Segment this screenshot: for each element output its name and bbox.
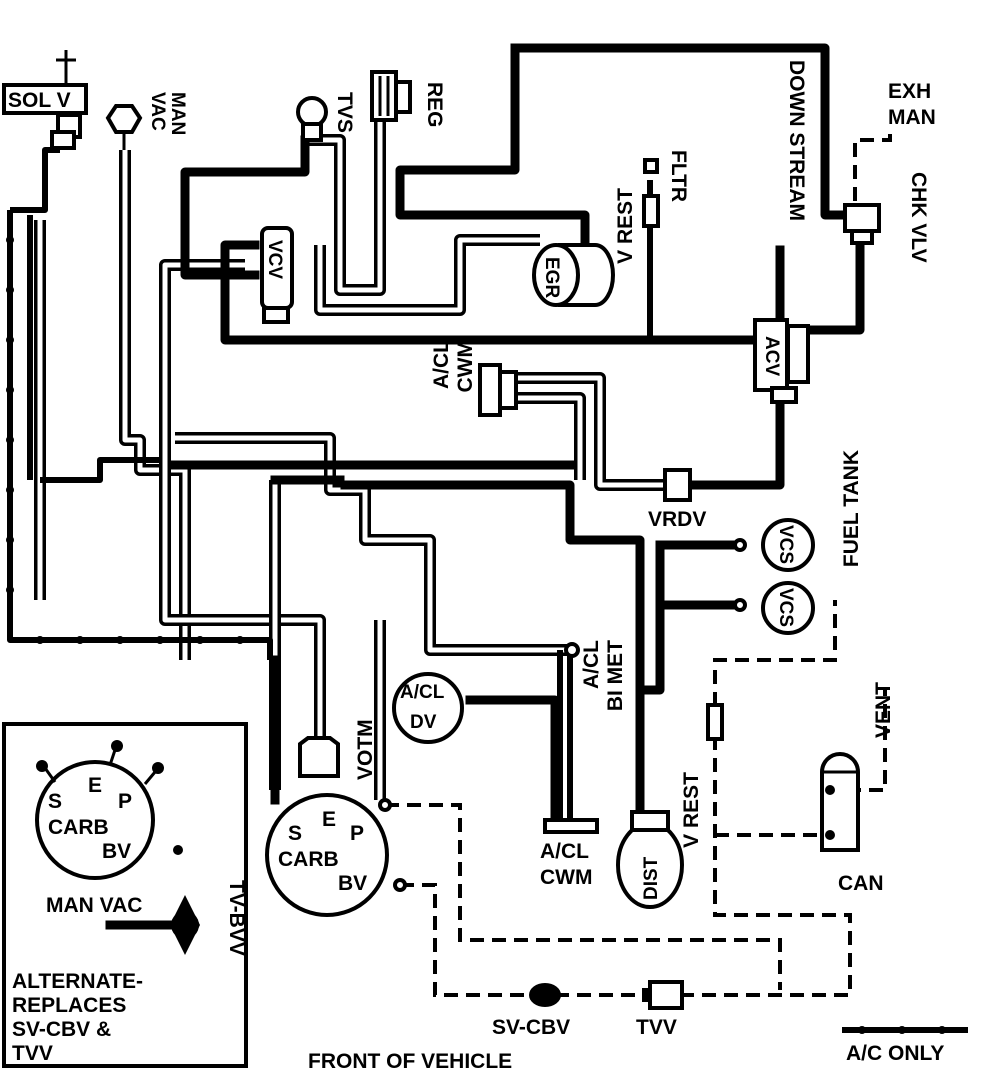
inset-carb-label: CARB	[48, 816, 109, 839]
acl-cwm-bottom: A/CL CWM	[540, 818, 599, 889]
v-rest-right-label: V REST	[680, 772, 703, 848]
man-label-right: MAN	[888, 106, 936, 129]
acl-cwm-top-label-2: CWM	[454, 340, 477, 392]
inset-note-line-1: ALTERNATE-	[12, 970, 143, 993]
inset-carb-e-label: E	[88, 774, 102, 797]
acl-cwm-bottom-label-1: A/CL	[540, 840, 589, 863]
carb-label: CARB	[278, 848, 339, 871]
inset-carb-bv-label: BV	[102, 840, 131, 863]
inset-carb-s-label: S	[48, 790, 62, 813]
sv-cbv-valve: SV-CBV	[492, 983, 570, 1039]
acl-dv-label-2: DV	[410, 712, 437, 733]
chk-vlv-check-valve: CHK VLV	[843, 172, 930, 263]
acl-bimet-label-1: A/CL	[580, 640, 603, 689]
inset-note-line-2: REPLACES	[12, 994, 126, 1017]
acl-bimet: A/CL BI MET	[564, 640, 627, 711]
carb-bv-label: BV	[338, 872, 367, 895]
vcs-upper-switch: VCS	[733, 518, 815, 572]
carb-s-label: S	[288, 822, 302, 845]
tvs-label: TVS	[333, 92, 356, 133]
acv-valve: ACV	[753, 318, 810, 404]
man-vac-fitting: MAN VAC	[105, 92, 188, 150]
carb-p-label: P	[350, 822, 364, 845]
sol-v-label: SOL V	[8, 89, 71, 112]
can-canister: CAN	[820, 752, 884, 895]
acl-cwm-top-label-1: A/CL	[430, 340, 453, 389]
alternate-inset: S E P CARB BV MAN VAC TV-BVV ALTERNATE- …	[2, 722, 248, 1068]
sv-cbv-label: SV-CBV	[492, 1016, 570, 1039]
acl-bimet-label-2: BI MET	[604, 640, 627, 711]
carb-main: S E P CARB BV	[265, 793, 407, 917]
acv-label: ACV	[761, 336, 782, 376]
votm-motor: VOTM	[298, 719, 377, 780]
ac-only-legend: A/C ONLY	[842, 1026, 968, 1065]
inset-carb-p-label: P	[118, 790, 132, 813]
v-rest-right: V REST	[680, 703, 724, 848]
vacuum-hoses-double	[34, 100, 665, 800]
acl-cwm-bottom-label-2: CWM	[540, 866, 592, 889]
carb-e-label: E	[322, 808, 336, 831]
front-of-vehicle-label: FRONT OF VEHICLE	[308, 1050, 512, 1073]
vrdv-valve: VRDV	[648, 468, 706, 531]
exh-label: EXH	[888, 80, 931, 103]
vcv-valve: VCV	[260, 226, 294, 324]
inset-tv-bvv-label: TV-BVV	[225, 880, 248, 956]
ac-only-label: A/C ONLY	[846, 1042, 944, 1065]
acl-dv-valve: A/CL DV	[392, 672, 464, 744]
vcs-upper-label: VCS	[775, 525, 796, 564]
can-label: CAN	[838, 872, 884, 895]
vac-label: VAC	[147, 92, 168, 131]
dist-label: DIST	[641, 856, 662, 900]
sol-v-solenoid: SOL V	[2, 50, 88, 150]
acl-cwm-top: A/CL CWM	[430, 340, 518, 417]
egr-valve: EGR	[532, 243, 615, 307]
vcv-label: VCV	[264, 240, 285, 279]
chk-vlv-label: CHK VLV	[907, 172, 930, 263]
tvv-label: TVV	[636, 1016, 677, 1039]
vrdv-label: VRDV	[648, 508, 706, 531]
v-rest-top-label: V REST	[614, 188, 637, 264]
dist-distributor: DIST	[616, 810, 684, 909]
hose-beads	[6, 236, 279, 734]
vcs-lower-label: VCS	[775, 588, 796, 627]
tvv-valve: TVV	[636, 980, 684, 1039]
down-stream-label: DOWN STREAM	[785, 60, 808, 221]
egr-label: EGR	[541, 257, 562, 298]
inset-man-vac-label: MAN VAC	[46, 894, 142, 917]
vacuum-hoses-heavy	[170, 43, 865, 825]
inset-note-line-3: SV-CBV &	[12, 1018, 111, 1041]
votm-label: VOTM	[354, 719, 377, 780]
reg-regulator: REG	[370, 70, 446, 128]
vcs-lower-switch: VCS	[733, 581, 815, 635]
vent-label: VENT	[872, 682, 895, 738]
reg-label: REG	[423, 82, 446, 128]
inset-note-line-4: TVV	[12, 1042, 53, 1065]
fltr-label: FLTR	[667, 150, 690, 202]
man-label: MAN	[167, 92, 188, 135]
tvs-switch: TVS	[296, 92, 356, 142]
acl-dv-label-1: A/CL	[400, 682, 445, 703]
v-rest-fltr: V REST FLTR	[614, 150, 690, 264]
fuel-tank-label: FUEL TANK	[840, 450, 863, 567]
